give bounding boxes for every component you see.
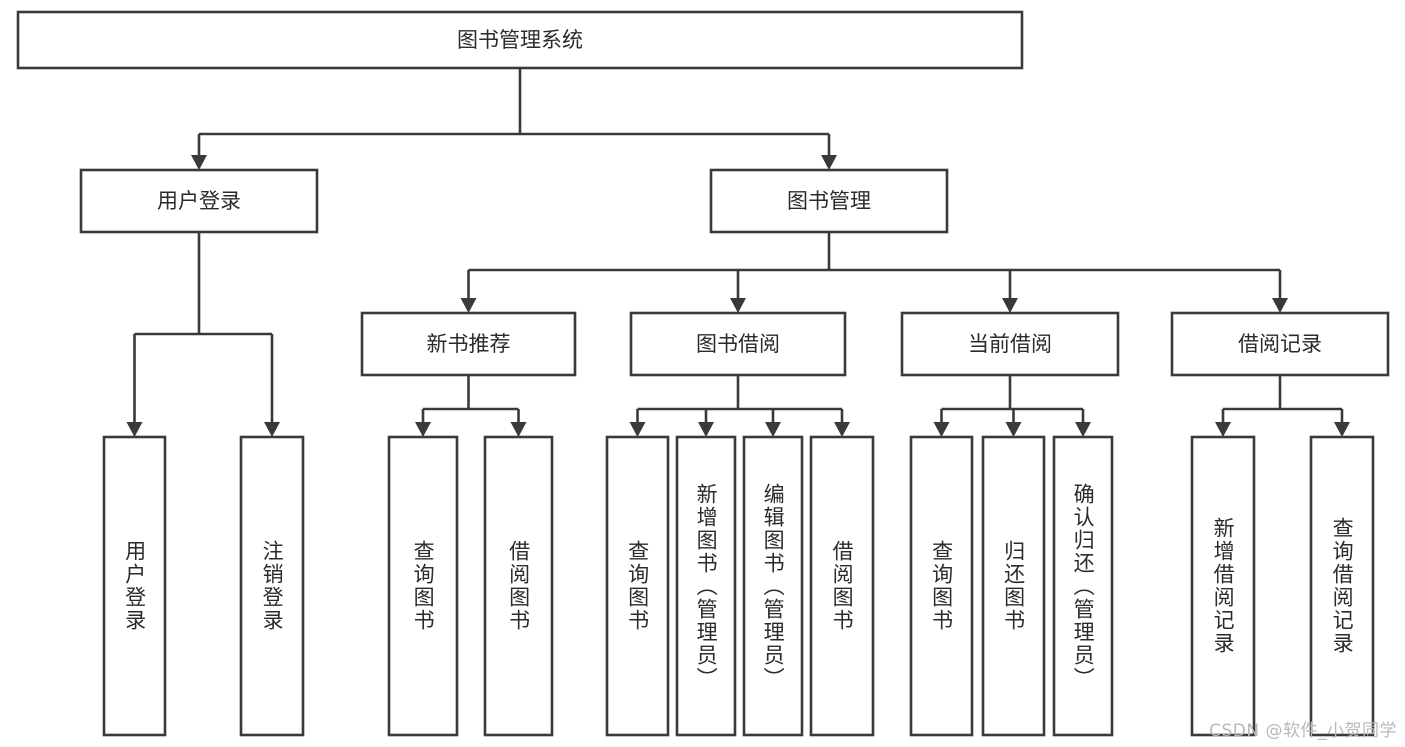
node-box-leaf-edit-book[interactable]	[742, 435, 804, 737]
node-box-leaf-query-book-3[interactable]	[909, 435, 974, 737]
node-box-book-borrow[interactable]	[629, 311, 847, 377]
node-box-leaf-return-book[interactable]	[981, 435, 1046, 737]
arrow-head-icon	[629, 422, 646, 437]
arrow-head-icon	[1272, 298, 1288, 313]
node-box-leaf-user-login[interactable]	[102, 435, 167, 737]
arrow-head-icon	[1005, 422, 1022, 437]
node-label-borrow-record: 借阅记录	[1238, 332, 1322, 356]
arrow-head-icon	[1215, 422, 1231, 437]
arrow-head-icon	[765, 422, 781, 437]
arrow-head-icon	[698, 422, 714, 437]
arrow-head-icon	[126, 422, 143, 437]
node-label-current-borrow: 当前借阅	[968, 332, 1052, 356]
node-box-borrow-record[interactable]	[1170, 311, 1390, 377]
node-box-new-book-recommend[interactable]	[360, 311, 577, 377]
node-box-leaf-logout[interactable]	[239, 435, 305, 737]
arrow-head-icon	[933, 422, 950, 437]
arrow-head-icon	[460, 298, 477, 313]
arrow-head-icon	[834, 422, 850, 437]
node-box-leaf-add-book[interactable]	[675, 435, 737, 737]
watermark: CSDN @软件_小贺同学	[1209, 721, 1397, 741]
arrow-head-icon	[415, 422, 431, 437]
node-box-leaf-borrow-book-2[interactable]	[809, 435, 875, 737]
arrow-head-icon	[264, 422, 280, 437]
arrow-head-icon	[1002, 298, 1018, 313]
arrow-head-icon	[821, 155, 837, 170]
arrow-head-icon	[1075, 422, 1091, 437]
arrow-head-icon	[1334, 422, 1350, 437]
node-label-book-borrow: 图书借阅	[696, 332, 780, 356]
node-box-user-login[interactable]	[79, 168, 319, 234]
node-box-leaf-query-record[interactable]	[1309, 435, 1375, 737]
arrow-head-icon	[191, 155, 207, 170]
node-box-leaf-query-book-1[interactable]	[387, 435, 459, 737]
node-label-root: 图书管理系统	[457, 28, 583, 52]
node-box-root[interactable]	[16, 10, 1024, 70]
arrow-head-icon	[510, 422, 527, 437]
node-box-leaf-query-book-2[interactable]	[605, 435, 670, 737]
node-box-book-manage[interactable]	[709, 168, 949, 234]
node-label-user-login: 用户登录	[157, 189, 241, 213]
node-box-leaf-borrow-book-1[interactable]	[483, 435, 554, 737]
node-box-leaf-add-record[interactable]	[1190, 435, 1256, 737]
node-label-new-book-recommend: 新书推荐	[427, 332, 511, 356]
node-label-book-manage: 图书管理	[787, 189, 871, 213]
arrow-head-icon	[730, 298, 746, 313]
box-layer	[16, 10, 1390, 737]
node-box-current-borrow[interactable]	[900, 311, 1120, 377]
connector-layer	[126, 68, 1350, 437]
node-box-leaf-confirm-return[interactable]	[1052, 435, 1114, 737]
